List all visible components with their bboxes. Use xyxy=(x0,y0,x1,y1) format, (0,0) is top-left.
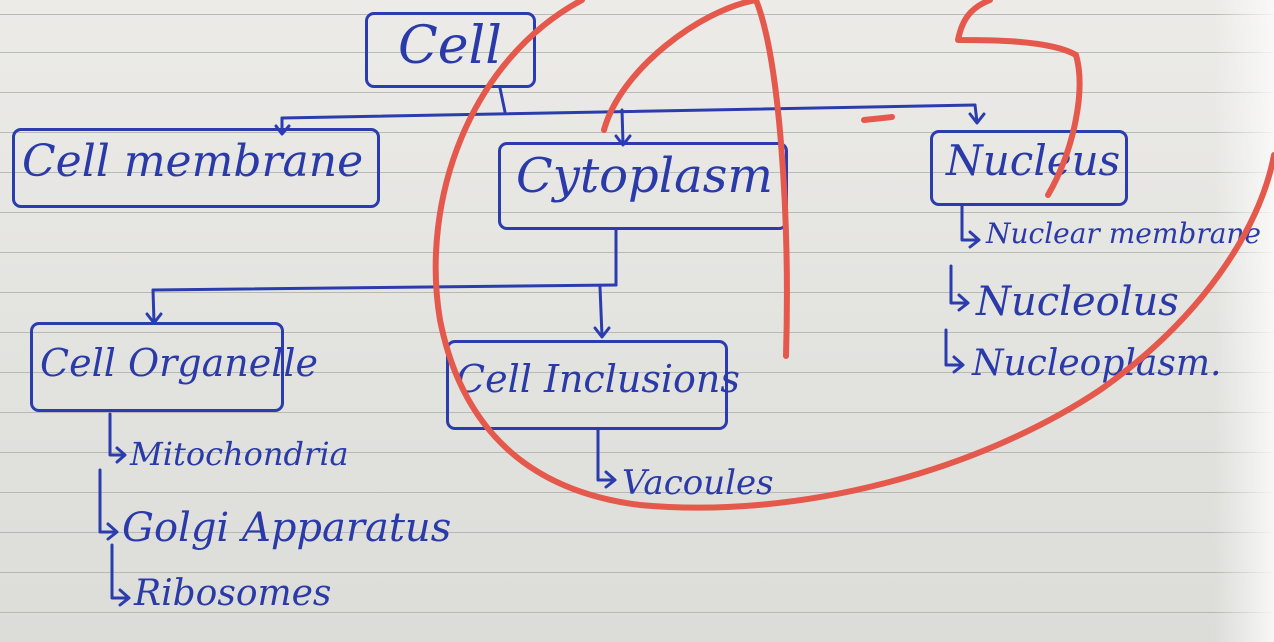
cell-root-label: Cell xyxy=(398,16,502,76)
red-loop-stroke xyxy=(601,0,790,359)
nucleus-item: Nucleolus xyxy=(976,279,1179,325)
organelle-item: Mitochondria xyxy=(130,435,349,473)
cell-root-box xyxy=(365,12,536,88)
page-edge-shadow xyxy=(1214,0,1274,642)
cell-membrane-box xyxy=(12,128,380,208)
cell-organelle-label: Cell Organelle xyxy=(40,341,319,385)
red-circle-stroke xyxy=(432,0,1274,511)
nucleus-label: Nucleus xyxy=(946,136,1121,185)
red-dash-stroke xyxy=(861,114,895,123)
cell-membrane-label: Cell membrane xyxy=(22,136,364,187)
red-hook-stroke xyxy=(955,0,1083,198)
cell-inclusions-label: Cell Inclusions xyxy=(456,357,740,401)
organelle-item: Ribosomes xyxy=(134,573,332,614)
nucleus-item: Nucleoplasm. xyxy=(972,343,1222,384)
cell-organelle-box xyxy=(30,322,284,412)
nucleus-box xyxy=(930,130,1128,206)
cytoplasm-label: Cytoplasm xyxy=(516,148,773,204)
organelle-item: Golgi Apparatus xyxy=(122,505,452,551)
cell-inclusions-box xyxy=(446,340,728,430)
inclusion-item: Vacoules xyxy=(622,463,774,503)
nucleus-item: Nuclear membrane xyxy=(986,217,1261,250)
